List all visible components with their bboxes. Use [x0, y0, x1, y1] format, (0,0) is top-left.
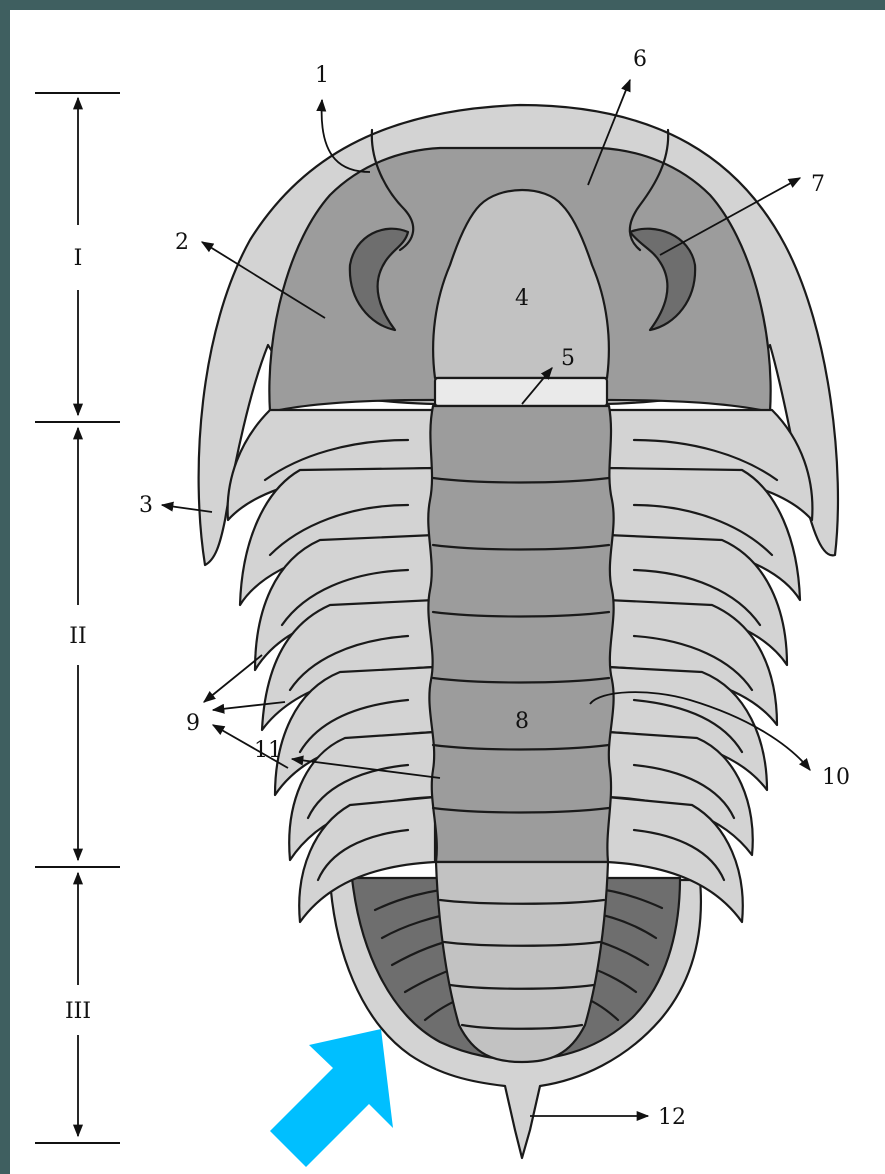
region-scale: I II III	[35, 93, 120, 1143]
label-7: 7	[811, 172, 825, 197]
label-10: 10	[822, 765, 850, 790]
occipital-ring	[435, 378, 607, 406]
label-12: 12	[658, 1105, 686, 1130]
region-II-label: II	[69, 624, 86, 649]
axial-lobe	[428, 406, 613, 1062]
label-5: 5	[561, 346, 575, 371]
pleurae-right	[607, 410, 812, 922]
axial-lobe-pygidium	[436, 862, 608, 1062]
label-2: 2	[175, 230, 189, 255]
label-1: 1	[315, 63, 329, 88]
axial-lobe-thorax	[428, 406, 613, 862]
label-8: 8	[515, 709, 529, 734]
label-6: 6	[633, 47, 647, 72]
region-I-label: I	[74, 246, 83, 271]
pleurae-left	[228, 410, 435, 922]
region-III-label: III	[65, 999, 91, 1024]
label-11: 11	[254, 738, 282, 763]
label-9: 9	[186, 711, 200, 736]
label-3: 3	[139, 493, 153, 518]
highlight-arrow	[270, 1029, 393, 1167]
label-4: 4	[515, 286, 529, 311]
